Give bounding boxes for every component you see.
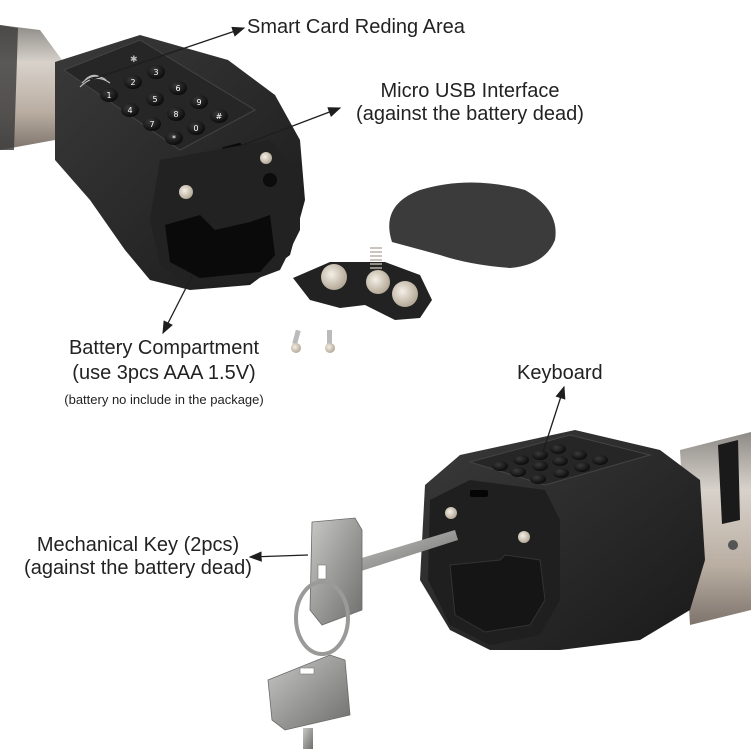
label-mechanical-key: Mechanical Key (2pcs) (against the batte… (6, 534, 270, 580)
bottom-screw-right (518, 531, 530, 543)
top-battery-cavity (165, 215, 275, 278)
arrow-battery (162, 275, 193, 335)
key-shaft (355, 530, 458, 572)
arrow-smart-card (89, 26, 246, 81)
svg-text:5: 5 (152, 95, 157, 104)
svg-text:8: 8 (173, 110, 178, 119)
top-keypad-buttons: 3 2 6 1 5 9 4 8 # 7 0 * (100, 65, 228, 145)
label-battery-line2: (use 3pcs AAA 1.5V) (72, 362, 256, 384)
label-micro-usb-line2: (against the battery dead) (356, 103, 584, 125)
label-keyboard: Keyboard (517, 362, 603, 384)
mechanical-keys (267, 517, 458, 749)
label-mech-key-line2: (against the battery dead) (24, 557, 252, 579)
key-blade-2 (303, 728, 313, 749)
label-battery-line1: Battery Compartment (68, 337, 260, 359)
bottom-lock-device (420, 430, 751, 650)
arrow-mech-key (248, 551, 309, 562)
svg-text:0: 0 (193, 124, 198, 133)
top-lock-device: ✱ 3 2 6 1 5 9 4 8 # 7 0 * (0, 25, 305, 290)
top-key-hole (263, 173, 277, 187)
label-battery-compartment: Battery Compartment (use 3pcs AAA 1.5V) … (40, 337, 288, 408)
battery-cover (389, 182, 556, 268)
top-screw-left (179, 185, 193, 199)
label-battery-note: (battery no include in the package) (64, 392, 264, 407)
loose-screws (291, 329, 335, 353)
bottom-keypad-buttons (492, 444, 608, 484)
arrow-keyboard (542, 385, 566, 453)
label-mech-key-line1: Mechanical Key (2pcs) (36, 534, 240, 556)
bottom-usb-port (470, 490, 488, 497)
svg-text:1: 1 (106, 91, 111, 100)
svg-text:7: 7 (149, 120, 154, 129)
label-micro-usb: Micro USB Interface (against the battery… (340, 80, 600, 126)
label-micro-usb-line1: Micro USB Interface (380, 80, 560, 102)
svg-text:6: 6 (175, 84, 180, 93)
top-screw-right (260, 152, 272, 164)
bottom-battery-cover (449, 554, 546, 633)
svg-text:3: 3 (153, 68, 158, 77)
bluetooth-icon: ✱ (130, 55, 138, 65)
label-smart-card-area: Smart Card Reding Area (247, 16, 465, 38)
bottom-screw-left (445, 507, 457, 519)
key-head-2 (267, 654, 351, 731)
key-ring (294, 580, 350, 656)
key-head-1 (309, 517, 363, 626)
svg-text:#: # (216, 112, 223, 121)
battery-contact-plate (293, 247, 432, 320)
callout-arrows (89, 26, 566, 562)
arrow-micro-usb (239, 107, 342, 147)
svg-text:4: 4 (127, 106, 132, 115)
svg-text:9: 9 (196, 98, 201, 107)
svg-text:2: 2 (130, 78, 135, 87)
svg-text:*: * (172, 134, 176, 143)
